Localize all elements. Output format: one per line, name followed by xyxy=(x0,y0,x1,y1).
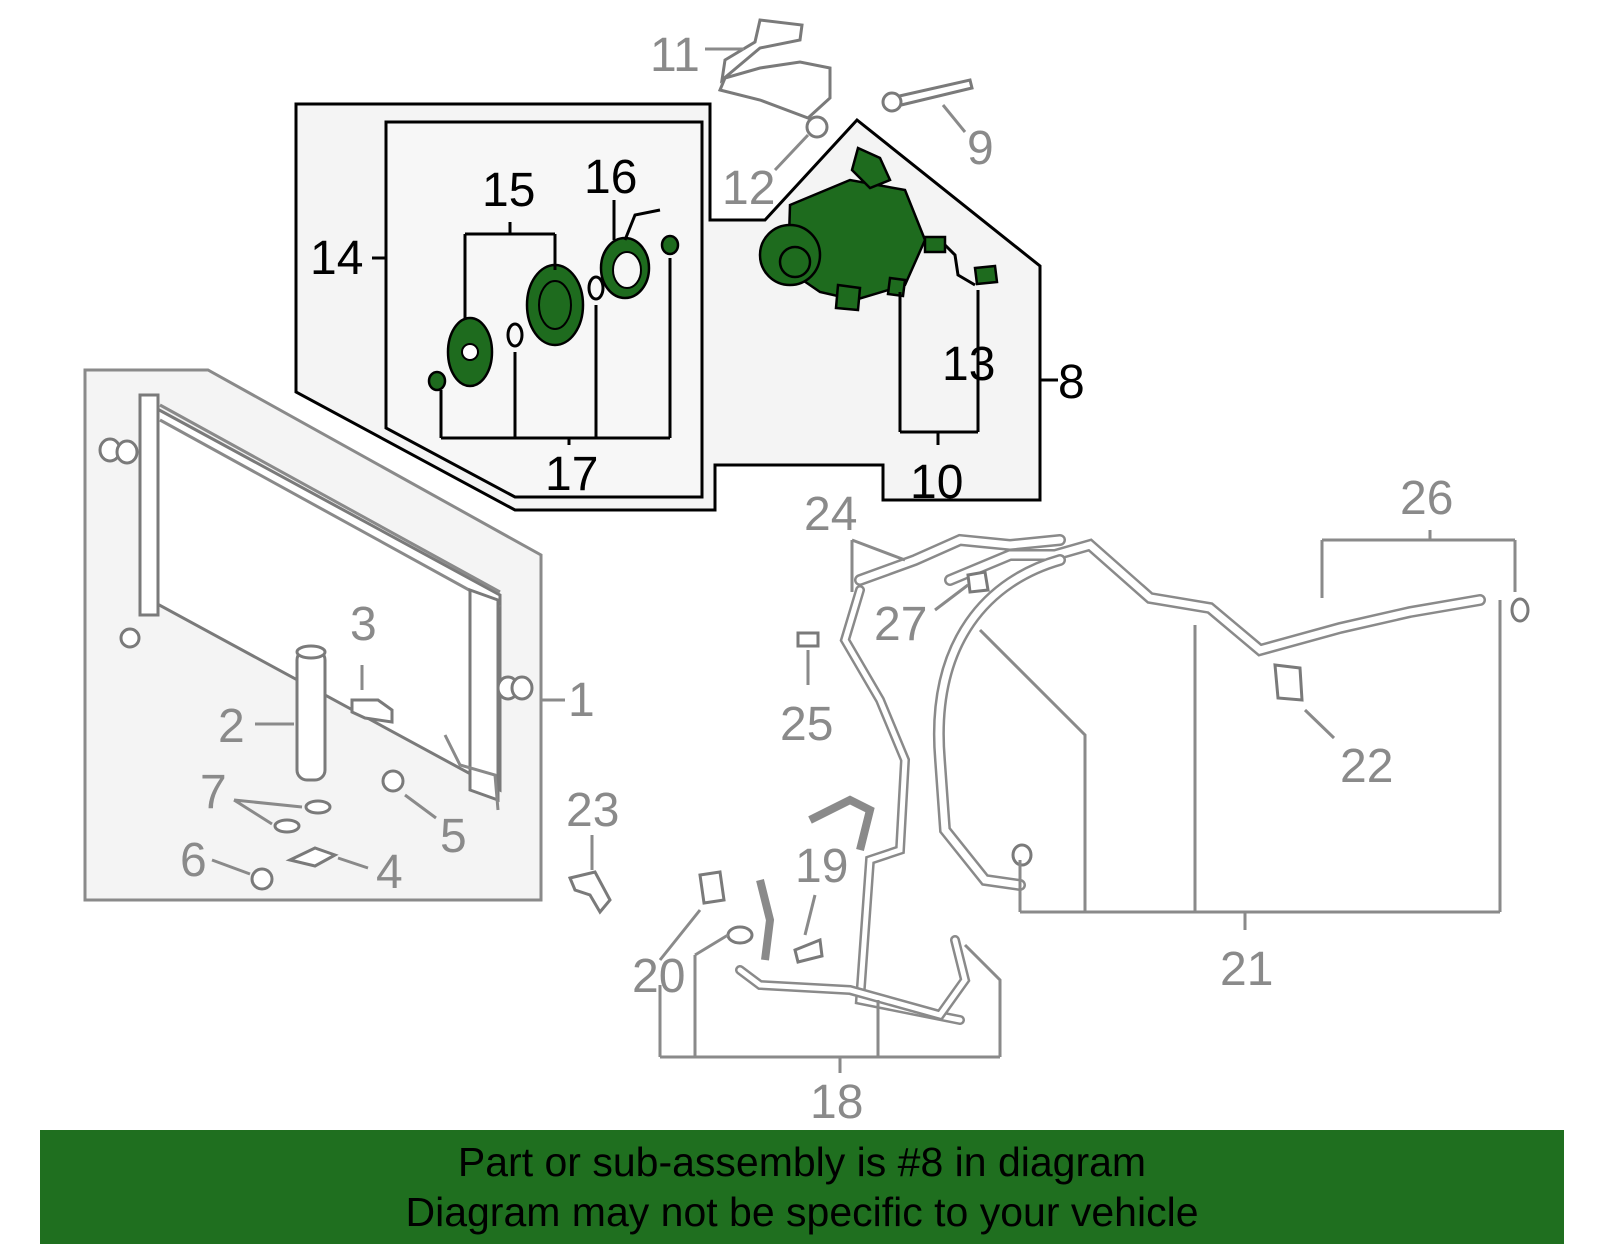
leader-10 xyxy=(898,290,980,445)
clutch-plate-part xyxy=(446,316,494,388)
callout-12: 12 xyxy=(722,162,775,215)
callout-3: 3 xyxy=(350,598,377,651)
callout-22: 22 xyxy=(1340,740,1393,793)
callout-10: 10 xyxy=(910,456,963,509)
leader-9 xyxy=(941,104,967,133)
condenser-part xyxy=(98,393,534,811)
part-11-bracket xyxy=(717,18,832,120)
leader-26 xyxy=(1320,530,1517,598)
callout-17: 17 xyxy=(545,448,598,501)
coil-part xyxy=(599,208,661,300)
part-20-oring xyxy=(726,925,754,945)
banner-line-2: Diagram may not be specific to your vehi… xyxy=(405,1189,1199,1235)
callout-27: 27 xyxy=(874,598,927,651)
leader-24 xyxy=(850,538,906,592)
leader-22 xyxy=(1303,708,1336,740)
part-26-oring xyxy=(1510,597,1530,623)
callout-16: 16 xyxy=(584,151,637,204)
leader-17 xyxy=(439,258,672,445)
snap-ring-b xyxy=(587,275,605,301)
part-9-bolt xyxy=(893,78,974,108)
callout-7: 7 xyxy=(200,766,227,819)
leader-18 xyxy=(658,943,1002,1073)
part-9-bolt-head xyxy=(881,91,903,113)
leader-21 xyxy=(978,600,1502,930)
callout-15: 15 xyxy=(482,164,535,217)
compressor-part xyxy=(758,146,999,312)
banner-line-1: Part or sub-assembly is #8 in diagram xyxy=(457,1139,1147,1185)
part-20-switch xyxy=(698,870,726,905)
part-3-bracket xyxy=(350,698,394,724)
callout-21: 21 xyxy=(1220,943,1273,996)
part-25-cap xyxy=(796,631,820,648)
callout-6: 6 xyxy=(180,834,207,887)
part-4 xyxy=(285,846,339,868)
snap-ring-a xyxy=(506,322,524,348)
leader-27 xyxy=(934,583,969,612)
callout-24: 24 xyxy=(804,488,857,541)
callout-8: 8 xyxy=(1058,356,1085,409)
part-23-clamp xyxy=(567,870,612,915)
info-banner: Part or sub-assembly is #8 in diagram Di… xyxy=(40,1130,1564,1244)
callout-25: 25 xyxy=(780,698,833,751)
washer-a xyxy=(427,370,447,392)
leader-6 xyxy=(211,858,251,876)
part-7-oring-a xyxy=(304,799,332,815)
part-27-clip xyxy=(966,570,990,594)
callout-1: 1 xyxy=(568,674,595,727)
part-12-bolt xyxy=(805,115,829,139)
callout-9: 9 xyxy=(967,122,994,175)
callout-20: 20 xyxy=(632,950,685,1003)
part-19-clip xyxy=(793,937,824,964)
ac-lines xyxy=(735,533,1486,1025)
leader-15 xyxy=(463,222,557,320)
leader-12 xyxy=(773,133,810,172)
part-6-bolt xyxy=(250,867,274,891)
callout-11: 11 xyxy=(650,29,700,82)
callout-26: 26 xyxy=(1400,472,1453,525)
part-21-oring xyxy=(1011,843,1033,867)
callout-2: 2 xyxy=(218,700,245,753)
part-5-bolt xyxy=(381,769,405,793)
leader-7 xyxy=(233,798,303,826)
callout-19: 19 xyxy=(795,840,848,893)
washer-b xyxy=(660,234,680,256)
leader-4 xyxy=(337,856,369,870)
callout-14: 14 xyxy=(310,232,363,285)
receiver-drier-part xyxy=(295,644,327,782)
leader-20 xyxy=(658,909,729,961)
callout-5: 5 xyxy=(440,810,467,863)
part-7-oring-b xyxy=(273,818,301,834)
callout-18: 18 xyxy=(810,1076,863,1129)
leader-19 xyxy=(803,894,817,936)
pulley-part xyxy=(525,263,585,347)
callout-23: 23 xyxy=(566,784,619,837)
part-22-bracket xyxy=(1273,663,1304,702)
callout-13: 13 xyxy=(942,338,995,391)
callout-4: 4 xyxy=(376,846,403,899)
leader-5 xyxy=(404,793,437,820)
